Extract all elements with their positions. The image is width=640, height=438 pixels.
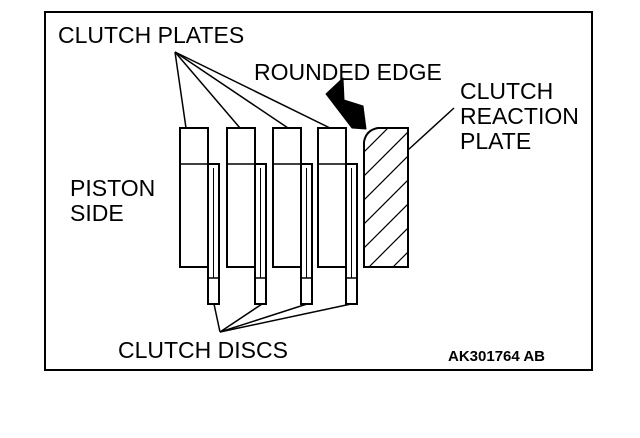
clutch-disc [207, 163, 220, 305]
clutch-reaction-plate [363, 127, 409, 268]
clutch-plate [179, 127, 209, 268]
clutch-discs-leaders [213, 303, 352, 333]
reference-code: AK301764 AB [448, 348, 545, 365]
clutch-discs-label: CLUTCH DISCS [118, 337, 288, 363]
clutch-plates-leaders [174, 51, 331, 129]
clutch-disc [300, 163, 313, 305]
clutch-plates-label: CLUTCH PLATES [58, 22, 244, 48]
clutch-disc [254, 163, 267, 305]
clutch-plate [226, 127, 256, 268]
rounded-edge-arrow [325, 77, 367, 130]
piston-side-label-line1: PISTON [70, 175, 155, 201]
clutch-disc [345, 163, 358, 305]
diagram-frame [44, 11, 593, 371]
rounded-edge-label: ROUNDED EDGE [254, 59, 442, 85]
piston-side-label-line2: SIDE [70, 200, 124, 226]
reaction-plate-label-line3: PLATE [460, 128, 531, 154]
clutch-plate [272, 127, 302, 268]
reaction-plate-label-line2: REACTION [460, 103, 579, 129]
clutch-plate [317, 127, 347, 268]
reaction-plate-leader [407, 107, 455, 151]
reaction-plate-label-line1: CLUTCH [460, 78, 553, 104]
